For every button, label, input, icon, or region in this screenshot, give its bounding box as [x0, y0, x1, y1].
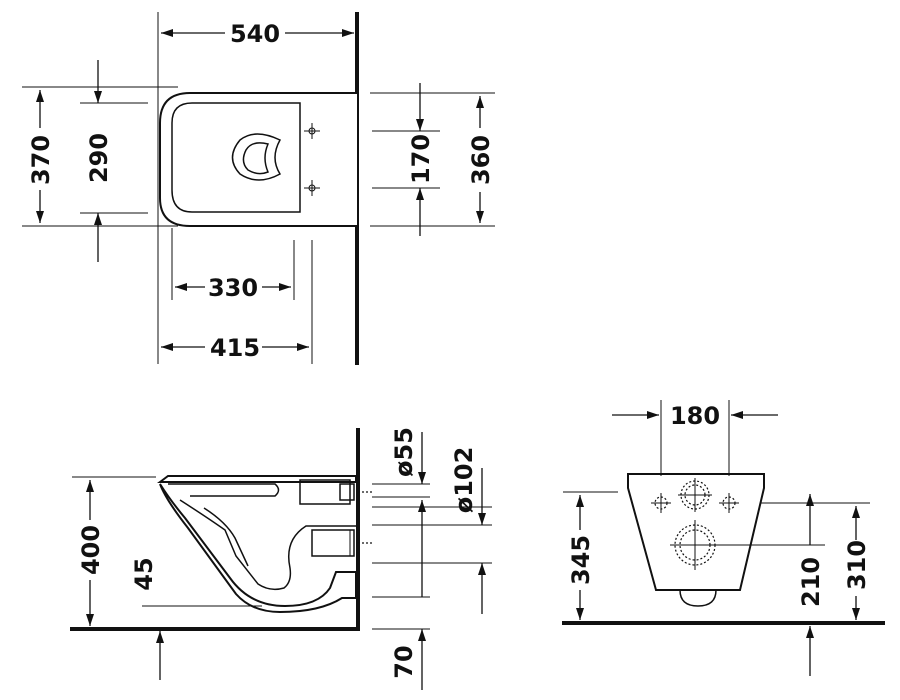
dim-depth-right: 360 — [467, 135, 495, 185]
crosshair-icon — [304, 180, 320, 196]
side-view-trap — [179, 499, 356, 591]
dim-trap-height: 45 — [130, 557, 158, 590]
dim-outlet-diameter: ø55 — [390, 427, 418, 477]
side-view: ø55 ø102 400 45 70 — [70, 427, 492, 690]
crosshair-icon — [304, 123, 320, 139]
top-view-bowl-inner — [171, 102, 301, 213]
side-view-bowl — [159, 483, 357, 614]
side-view-waste-connector — [311, 529, 355, 557]
dim-width-total: 540 — [230, 20, 280, 48]
top-view: 540 370 290 170 360 330 415 — [22, 12, 495, 365]
waste-outlet-icon — [670, 520, 720, 570]
dim-bolt-span: 180 — [670, 402, 720, 430]
top-view-outlet — [231, 133, 282, 181]
rear-view-body — [627, 473, 765, 591]
top-view-outlet-inner — [242, 142, 270, 175]
side-view-seat-cover — [168, 483, 280, 497]
dim-floor-offset: 70 — [390, 645, 418, 678]
crosshair-icon — [651, 493, 671, 513]
dim-rim-height: 400 — [77, 525, 105, 575]
side-view-trap-inner — [203, 507, 249, 567]
flush-inlet-icon — [678, 478, 712, 512]
dim-waste-diameter: ø102 — [450, 447, 478, 514]
side-view-flush-connector — [299, 479, 351, 505]
dim-bowl-width: 330 — [208, 274, 258, 302]
dim-depth-inner: 290 — [85, 133, 113, 183]
top-view-bowl-outline — [159, 92, 357, 227]
dim-overall-height: 345 — [567, 535, 595, 585]
dim-bolt-height: 310 — [843, 540, 871, 590]
dim-waste-height: 210 — [797, 557, 825, 607]
rear-view: 180 345 210 310 — [562, 400, 885, 676]
dim-bolt-spacing: 170 — [407, 134, 435, 184]
dim-depth-outer: 370 — [27, 135, 55, 185]
rear-view-foot — [679, 589, 717, 607]
crosshair-icon — [719, 493, 739, 513]
dim-rim-to-holes: 415 — [210, 334, 260, 362]
side-view-seat — [157, 475, 357, 483]
